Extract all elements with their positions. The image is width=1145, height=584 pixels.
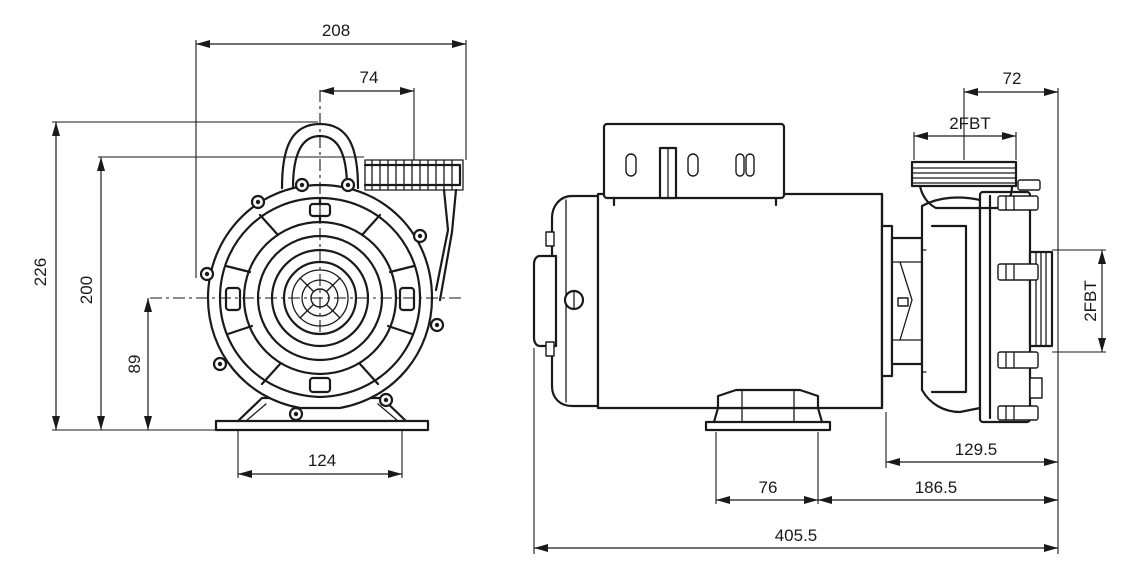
dim-label-226: 226 [31,258,50,286]
dim-89: 89 [125,298,152,430]
dim-label-129-5: 129.5 [955,440,998,459]
dim-208: 208 [196,21,466,48]
dim-label-405-5: 405.5 [775,526,818,545]
front-volute-body [206,183,434,410]
dim-label-76: 76 [759,478,778,497]
dim-inlet-2fbt: 2FBT [1081,250,1106,352]
side-pump-volute [920,190,1032,424]
dim-226: 226 [31,122,60,430]
dim-72: 72 [964,69,1058,96]
dim-label-89: 89 [125,355,144,374]
dim-124: 124 [238,451,402,478]
dim-74: 74 [320,68,414,95]
side-motor-foot [704,388,832,432]
front-view: 208 74 226 200 89 [31,21,467,478]
front-extension-lines [52,40,467,478]
dim-label-72: 72 [1003,69,1022,88]
dim-label-200: 200 [77,276,96,304]
dim-label-208: 208 [322,21,350,40]
side-flange-bolts [997,179,1043,421]
front-outlet-pipe [363,159,464,302]
dim-outlet-2fbt: 2FBT [914,114,1016,140]
dim-76: 76 [716,478,818,504]
side-capacitor-box [602,122,786,207]
dim-label-124: 124 [308,451,336,470]
side-view: 72 2FBT 2FBT 129.5 76 [532,69,1106,554]
dim-186-5: 186.5 [818,478,1058,504]
side-outlet-thread [910,160,1018,210]
dim-label-inlet-2fbt: 2FBT [1081,280,1100,322]
dim-label-186-5: 186.5 [915,478,958,497]
dim-label-outlet-2fbt: 2FBT [949,114,991,133]
side-rear-endbell [532,194,600,408]
dim-label-74: 74 [360,68,379,87]
front-bolts [199,177,445,422]
side-adapter [880,224,924,378]
side-motor-body [596,192,884,410]
dim-405-5: 405.5 [534,526,1058,552]
dim-200: 200 [77,157,105,430]
side-extension-lines [533,88,1106,554]
dim-129-5: 129.5 [886,440,1058,466]
